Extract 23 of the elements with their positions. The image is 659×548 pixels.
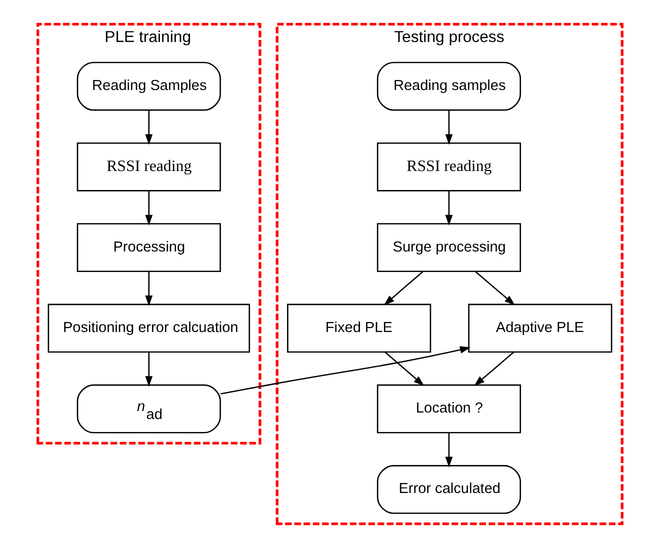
arrow bbox=[384, 352, 424, 386]
arrow bbox=[220, 346, 470, 395]
node-box: Adaptive PLE bbox=[468, 304, 612, 353]
node-box: Reading Samples bbox=[76, 62, 220, 111]
arrow bbox=[444, 190, 452, 226]
arrow bbox=[444, 432, 452, 468]
node-box: Processing bbox=[76, 223, 220, 272]
node-box: Surge processing bbox=[376, 223, 520, 272]
node-box: Fixed PLE bbox=[286, 304, 431, 353]
arrow bbox=[144, 110, 152, 145]
arrow bbox=[144, 352, 152, 387]
node-box: Reading samples bbox=[376, 62, 520, 111]
node-box: Error calculated bbox=[376, 465, 520, 514]
node-box: RSSI reading bbox=[376, 142, 520, 192]
node-box: Location ? bbox=[376, 384, 520, 434]
arrow bbox=[474, 270, 515, 306]
arrow bbox=[474, 352, 514, 386]
node-box: RSSI reading bbox=[76, 142, 220, 192]
arrow bbox=[383, 270, 423, 306]
arrow bbox=[144, 271, 152, 306]
arrow bbox=[144, 190, 152, 226]
node-box: Positioning error calcuation bbox=[47, 304, 250, 353]
arrow bbox=[444, 110, 452, 145]
